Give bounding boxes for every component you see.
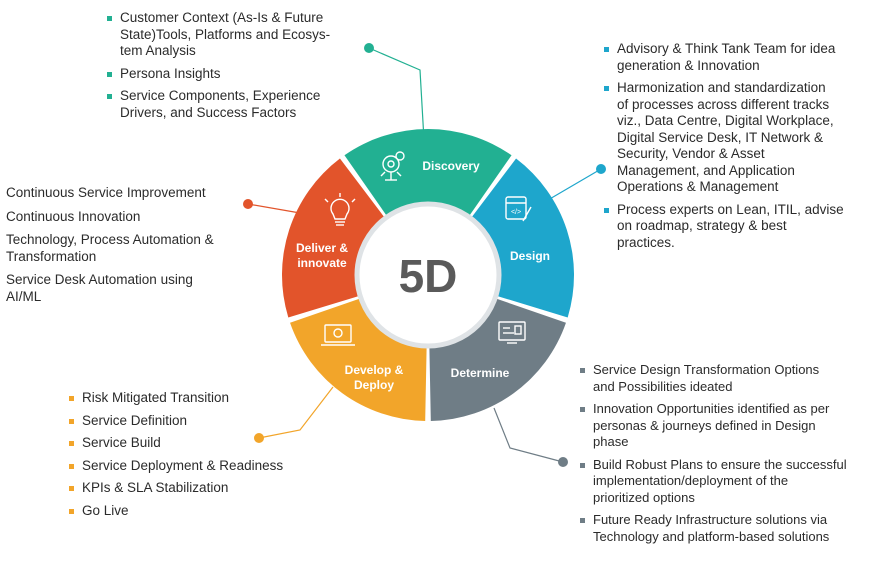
segment-discovery-label: Discovery (422, 159, 480, 173)
segment-develop-label: Develop &Deploy (345, 363, 404, 392)
develop-connector-dot (254, 433, 264, 443)
design-list: Advisory & Think Tank Team for idea gene… (603, 41, 873, 257)
discovery-connector-dot (364, 43, 374, 53)
list-item: Risk Mitigated Transition (68, 390, 328, 407)
list-item: Future Ready Infrastructure solutions vi… (579, 512, 879, 545)
list-item: Service Definition (68, 413, 328, 430)
list-item: Customer Context (As-Is & Future State)T… (106, 10, 376, 60)
center-label: 5D (399, 250, 458, 302)
list-item: Build Robust Plans to ensure the success… (579, 457, 879, 507)
monitor-presentation-icon (498, 321, 526, 344)
deliver-connector-dot (243, 199, 253, 209)
segment-develop[interactable] (290, 298, 427, 421)
list-item: Continuous Innovation (6, 208, 141, 224)
segment-design[interactable] (472, 158, 574, 318)
segment-determine[interactable] (429, 298, 566, 421)
center-ring (354, 201, 502, 349)
design-connector-dot (596, 164, 606, 174)
gear-bulb-icon (380, 151, 405, 181)
list-item: Go Live (68, 503, 328, 520)
list-item: Process experts on Lean, ITIL, advise on… (603, 202, 873, 252)
segment-deliver[interactable] (281, 158, 384, 318)
list-item: Service Deployment & Readiness (68, 458, 328, 475)
deliver-list: Continuous Service Improvement Continuou… (6, 185, 276, 312)
list-item: Innovation Opportunities identified as p… (579, 401, 879, 451)
list-item: Advisory & Think Tank Team for idea gene… (603, 41, 873, 74)
determine-connector-dot (558, 457, 568, 467)
list-item: Technology, Process Automation & Transfo… (6, 232, 214, 264)
discovery-connector (368, 47, 425, 141)
developer-laptop-icon (321, 324, 355, 346)
design-document-icon: </> (505, 196, 532, 222)
list-item: Service Build (68, 435, 328, 452)
determine-connector (493, 407, 564, 463)
list-item: Service Desk Automation using AI/ML (6, 272, 193, 304)
segment-deliver-label: Deliver &innovate (296, 241, 348, 270)
connectors (243, 43, 606, 467)
lightbulb-icon (324, 193, 356, 226)
develop-connector (258, 386, 334, 439)
segment-design-label: Design (510, 249, 550, 263)
list-item: Service Components, Experience Drivers, … (106, 88, 376, 121)
determine-list: Service Design Transformation Options an… (579, 362, 879, 551)
segment-determine-label: Determine (451, 366, 510, 380)
list-item: Service Design Transformation Options an… (579, 362, 879, 395)
svg-text:</>: </> (511, 209, 521, 216)
list-item: Continuous Service Improvement (6, 185, 206, 200)
discovery-list: Customer Context (As-Is & Future State)T… (106, 10, 376, 127)
list-item: Persona Insights (106, 66, 376, 83)
design-connector (547, 168, 602, 201)
list-item: KPIs & SLA Stabilization (68, 480, 328, 497)
deliver-connector (247, 203, 301, 214)
develop-list: Risk Mitigated Transition Service Defini… (68, 390, 328, 525)
list-item: Harmonization and standardization of pro… (603, 80, 873, 196)
segment-discovery[interactable] (344, 129, 512, 216)
